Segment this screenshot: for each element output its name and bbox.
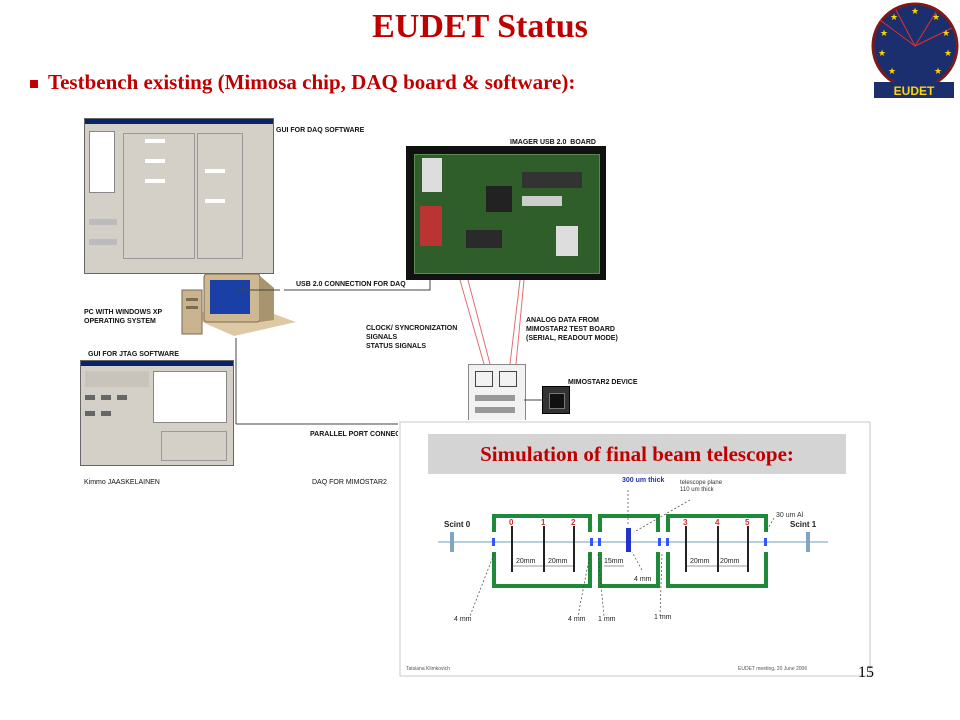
scint1-label: Scint 1: [790, 520, 817, 529]
jtag-gui-screenshot: [80, 360, 234, 466]
logo-text: EUDET: [894, 84, 935, 98]
bullet-square-icon: [30, 80, 38, 89]
plane-number-2: 2: [571, 518, 576, 527]
svg-text:★: ★: [944, 49, 952, 59]
gap-label-1: 20mm: [516, 558, 536, 565]
plane-number-3: 3: [683, 518, 688, 527]
al-thickness-label: 30 um Al: [776, 512, 804, 519]
parallel-port-label: PARALLEL PORT CONNECTI: [310, 431, 407, 438]
gap-label-15mm: 15mm: [604, 558, 624, 565]
analog-data-label: ANALOG DATA FROM MIMOSTAR2 TEST BOARD (S…: [526, 317, 618, 342]
sim-footer-meeting: EUDET meeting, 20 June 2006: [738, 666, 808, 672]
dist-4mm-left: 4 mm: [454, 616, 472, 623]
plane-number-5: 5: [745, 518, 750, 527]
bullet-text: Testbench existing (Mimosa chip, DAQ boa…: [48, 70, 576, 94]
mimostar-chip-icon: [542, 386, 570, 414]
clock-signals-label: CLOCK/ SYNCRONIZATION SIGNALS STATUS SIG…: [366, 325, 458, 350]
imager-usb-board: [406, 146, 606, 280]
dist-4mm-dut: 4 mm: [634, 576, 652, 583]
svg-text:★: ★: [880, 29, 888, 39]
scint0-label: Scint 0: [444, 520, 471, 529]
telescope-plane-label: telescope plane 110 um thick: [680, 480, 723, 493]
plane-number-1: 1: [541, 518, 546, 527]
svg-text:★: ★: [934, 67, 942, 77]
sim-footer-author: Tatsiana Klimkovich: [406, 666, 450, 672]
daq-gui-screenshot: [84, 118, 274, 274]
author-label: Kimmo JAASKELAINEN: [84, 479, 160, 486]
pc-label: PC WITH WINDOWS XP OPERATING SYSTEM: [84, 309, 163, 325]
slide-title: EUDET Status: [372, 8, 588, 45]
dut-plane: [626, 528, 631, 552]
gui-jtag-label: GUI FOR JTAG SOFTWARE: [88, 351, 179, 358]
imager-board-label: IMAGER USB 2.0 BOARD: [510, 139, 596, 146]
eudet-logo: ★★★ ★★★ ★★★ EUDET: [866, 0, 960, 102]
gap-label-3: 20mm: [690, 558, 710, 565]
testbench-diagram: GUI FOR DAQ SOFTWARE IMAGER USB 2.0 BOAR…: [80, 110, 638, 490]
mimostar-device-label: MIMOSTAR2 DEVICE: [568, 379, 638, 386]
simulation-caption: Simulation of final beam telescope:: [428, 434, 846, 474]
svg-text:★: ★: [932, 13, 940, 23]
plane-number-4: 4: [715, 518, 720, 527]
bullet-item: Testbench existing (Mimosa chip, DAQ boa…: [30, 70, 575, 95]
svg-text:★: ★: [888, 67, 896, 77]
page-number: 15: [858, 664, 874, 681]
pc-computer-icon: [181, 273, 296, 336]
plane-number-0: 0: [509, 518, 514, 527]
usb-connection-label: USB 2.0 CONNECTION FOR DAQ: [296, 281, 406, 288]
thickness-300-label: 300 um thick: [622, 477, 665, 484]
mimostar-test-board: [468, 364, 526, 428]
gap-label-4: 20mm: [720, 558, 740, 565]
dist-1mm-mid: 1 mm: [598, 616, 616, 623]
svg-text:★: ★: [878, 49, 886, 59]
dist-1mm-right: 1 mm: [654, 614, 672, 621]
svg-text:★: ★: [890, 13, 898, 23]
gui-daq-label: GUI FOR DAQ SOFTWARE: [276, 127, 365, 134]
gap-label-2: 20mm: [548, 558, 568, 565]
svg-text:★: ★: [942, 29, 950, 39]
dist-4mm-mid: 4 mm: [568, 616, 586, 623]
svg-text:★: ★: [911, 7, 919, 17]
daq-mimostar-label: DAQ FOR MIMOSTAR2: [312, 479, 387, 486]
